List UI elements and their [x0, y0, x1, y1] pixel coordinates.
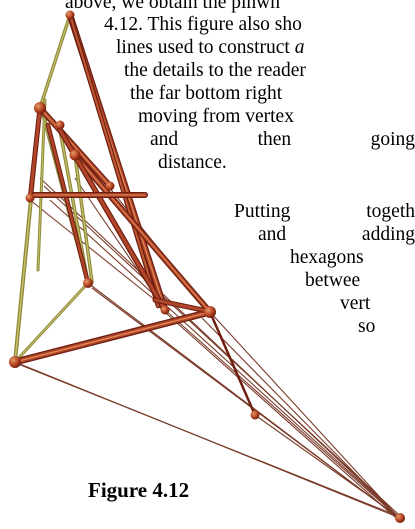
text-line-2: 4.12. This figure also sho	[104, 14, 302, 35]
text-line-9b: togeth	[366, 201, 415, 222]
joints	[9, 10, 405, 523]
figure-caption: Figure 4.12	[88, 478, 190, 502]
text-line-5: the far bottom right	[130, 83, 283, 104]
text-line-3a: lines used to construct	[116, 37, 295, 58]
olive-rods	[13, 13, 94, 364]
text-line-3b: a	[294, 37, 305, 58]
text-line-7: and then going	[150, 129, 415, 151]
text-line-1: above, we obtain the pinwh	[65, 0, 280, 13]
text-line-10a: and	[258, 224, 287, 245]
text-line-11: hexagons	[290, 247, 364, 268]
text-line-7b: then	[257, 129, 292, 150]
text-line-8: distance.	[158, 152, 227, 173]
text-line-10: and adding	[258, 224, 415, 246]
text-line-7c: going	[370, 129, 415, 150]
text-line-6: moving from vertex	[138, 106, 294, 127]
text-line-3: lines used to construct a	[116, 37, 304, 59]
text-line-9a: Putting	[234, 201, 291, 222]
text-line-10b: adding	[361, 224, 415, 245]
text-line-14: so	[358, 316, 376, 337]
text-line-13: vert	[340, 293, 371, 314]
red-rods	[11, 11, 257, 417]
text-line-7a: and	[150, 129, 179, 150]
text-line-4: the details to the reader	[124, 60, 306, 81]
text-line-9: Putting togeth	[234, 201, 415, 223]
text-line-12: betwee	[305, 270, 361, 291]
